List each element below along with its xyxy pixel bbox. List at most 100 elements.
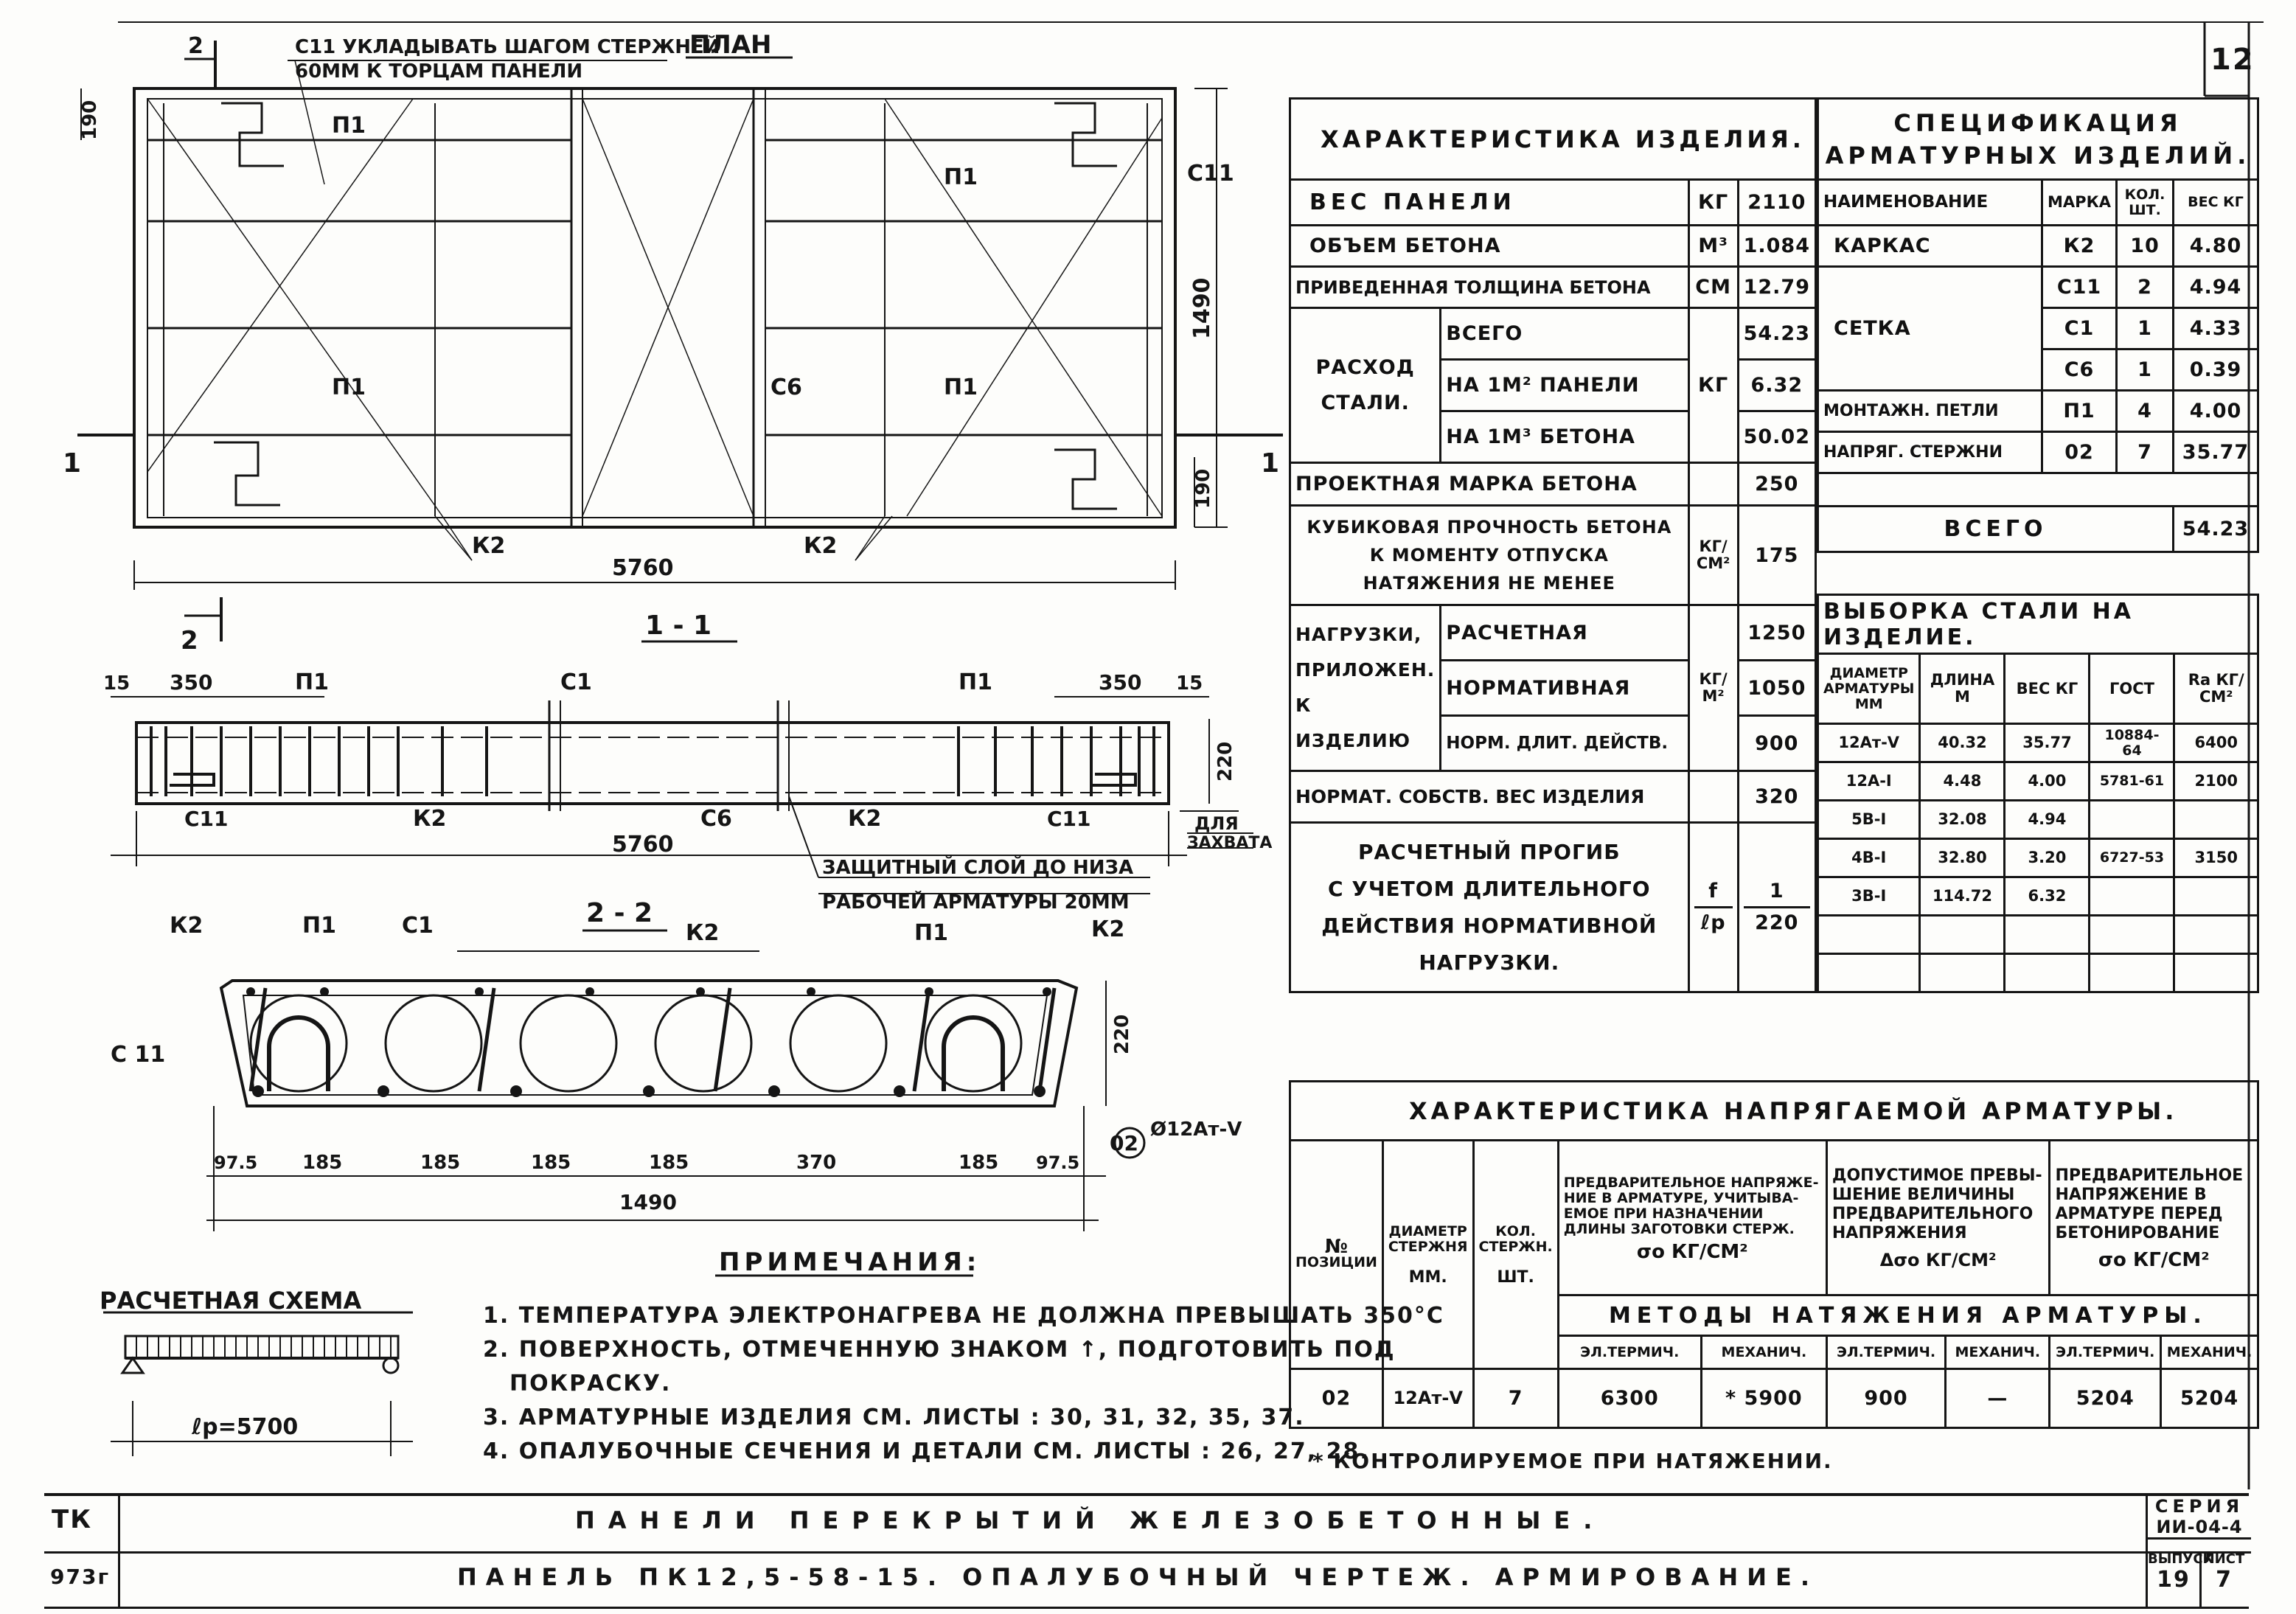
selection-table: ВЫБОРКА СТАЛИ НА ИЗДЕЛИЕ. ДИАМЕТР АРМАТУ… — [1816, 594, 2259, 993]
spec-cell: С1 — [2041, 307, 2118, 350]
char-deflection-label: С УЧЕТОМ ДЛИТЕЛЬНОГО — [1328, 876, 1651, 901]
spec-cell: 35.77 — [2172, 431, 2259, 474]
char-weight-label: ВЕС ПАНЕЛИ — [1289, 178, 1690, 226]
spec-total-value: 54.23 — [2172, 505, 2259, 553]
ps-method: МЕХАНИЧ. — [1944, 1335, 2051, 1370]
plan-note-1: С11 УКЛАДЫВАТЬ ШАГОМ СТЕРЖНЕЙ — [295, 35, 720, 58]
sec11-dim-5760: 5760 — [612, 832, 674, 858]
char-steel-label2: СТАЛИ. — [1321, 391, 1410, 414]
spec-header: КОЛ. ШТ. — [2115, 178, 2174, 226]
sel-cell: 5781-61 — [2088, 761, 2176, 801]
char-loads-row-label: НОРМАТИВНАЯ — [1439, 659, 1690, 717]
sec22-pos-bar: Ø12Ат-V — [1150, 1119, 1242, 1141]
scheme-span: ℓр=5700 — [191, 1414, 298, 1440]
sec22-dim: 185 — [302, 1152, 342, 1174]
plan-dim-1490: 1490 — [1189, 278, 1215, 340]
sec11-label-k2: К2 — [848, 806, 881, 832]
sec11-cover-1: ЗАЩИТНЫЙ СЛОЙ ДО НИЗА — [822, 855, 1133, 879]
sel-cell: 2100 — [2173, 761, 2259, 801]
selection-header: ВЕС КГ — [2003, 653, 2091, 725]
ps-h: σо КГ/СМ² — [1636, 1241, 1748, 1263]
sec11-dim-15: 15 — [1176, 672, 1203, 695]
stamp-sheet-label: ЛИСТ — [2203, 1551, 2245, 1567]
sel-cell: 12А-I — [1816, 761, 1921, 801]
section-2-2-bar-dots — [246, 987, 1051, 1097]
sec22-dim: 185 — [959, 1152, 998, 1174]
ps-h: НАПРЯЖЕНИЯ — [1831, 1223, 1967, 1242]
char-steel-row-value: 6.32 — [1736, 358, 1817, 412]
ps-cell: 02 — [1289, 1368, 1384, 1429]
sec11-grip-1: ДЛЯ — [1194, 813, 1239, 834]
ps-h: ДЛИНЫ ЗАГОТОВКИ СТЕРЖ. — [1563, 1221, 1795, 1237]
sel-cell: 6727-53 — [2088, 838, 2176, 878]
spec-group-name: НАПРЯГ. СТЕРЖНИ — [1816, 431, 2044, 474]
ps-methods: МЕТОДЫ НАТЯЖЕНИЯ АРМАТУРЫ. — [1556, 1294, 2260, 1337]
char-volume-unit: М³ — [1687, 224, 1739, 268]
ps-h: № — [1324, 1235, 1349, 1258]
ps-h: σо КГ/СМ² — [2098, 1248, 2210, 1271]
sel-cell: 6400 — [2173, 723, 2259, 763]
ps-h: ДИАМЕТР — [1388, 1223, 1467, 1239]
ps-h: НИЕ В АРМАТУРЕ, УЧИТЫВА- — [1563, 1190, 1799, 1206]
section-mark-2: 2 — [181, 626, 198, 655]
sec22-dim: 185 — [531, 1152, 571, 1174]
plan-label-c11: С11 — [1187, 161, 1234, 187]
char-loads-row-value: 1050 — [1736, 659, 1817, 717]
spec-cell: К2 — [2041, 224, 2118, 268]
sec22-label-c11: С 11 — [111, 1042, 165, 1068]
stamp-issue: 19 — [2157, 1567, 2191, 1593]
spec-cell: С6 — [2041, 348, 2118, 392]
char-cube-value: 175 — [1736, 504, 1817, 606]
sel-cell: 35.77 — [2003, 723, 2091, 763]
sel-cell: 114.72 — [1918, 876, 2006, 916]
plan-note-2: 60ММ К ТОРЦАМ ПАНЕЛИ — [295, 60, 582, 83]
char-volume-label: ОБЪЕМ БЕТОНА — [1289, 224, 1690, 268]
section-11-title: 1 - 1 — [645, 611, 712, 641]
sec22-label-k2: К2 — [686, 920, 719, 946]
spec-cell: 4 — [2115, 389, 2174, 433]
char-thickness-value: 12.79 — [1736, 265, 1817, 309]
spec-group-name: СЕТКА — [1816, 265, 2044, 392]
char-thickness-label: ПРИВЕДЕННАЯ ТОЛЩИНА БЕТОНА — [1289, 265, 1690, 309]
ps-method: ЭЛ.ТЕРМИЧ. — [1556, 1335, 1702, 1370]
ps-h: КОЛ. — [1495, 1223, 1536, 1239]
sec22-label-p1: П1 — [914, 920, 948, 946]
sel-cell — [2173, 876, 2259, 916]
title-block: ТК 973г ПАНЕЛИ ПЕРЕКРЫТИЙ ЖЕЛЕЗОБЕТОННЫЕ… — [44, 1493, 2251, 1609]
plan-title: ПЛАН — [689, 30, 771, 60]
char-loads-row-label: НОРМ. ДЛИТ. ДЕЙСТВ. — [1439, 714, 1690, 772]
plan-mark-2: 2 — [188, 33, 203, 59]
ps-h: ПРЕДВАРИТЕЛЬНОГО — [1831, 1204, 2034, 1223]
prestress-title: ХАРАКТЕРИСТИКА НАПРЯГАЕМОЙ АРМАТУРЫ. — [1289, 1080, 2259, 1141]
char-grade-label: ПРОЕКТНАЯ МАРКА БЕТОНА — [1289, 462, 1690, 507]
sec22-label-c1: С1 — [402, 913, 434, 939]
ps-h: ПРЕДВАРИТЕЛЬНОЕ — [2055, 1166, 2244, 1185]
sel-cell: 5В-I — [1816, 799, 1921, 840]
plan-dim-190: 190 — [79, 100, 101, 140]
sec11-label-c6: С6 — [700, 806, 732, 832]
ps-method: ЭЛ.ТЕРМИЧ. — [2048, 1335, 2163, 1370]
char-steel-label1: РАСХОД — [1315, 355, 1415, 379]
char-weight-value: 2110 — [1736, 178, 1817, 226]
spec-cell: 02 — [2041, 431, 2118, 474]
sec22-dim: 185 — [420, 1152, 460, 1174]
char-steel-row-label: ВСЕГО — [1439, 307, 1690, 361]
char-loads-row-label: РАСЧЕТНАЯ — [1439, 604, 1690, 661]
char-weight-unit: КГ — [1687, 178, 1739, 226]
char-deflection-value-top: 1 — [1769, 880, 1784, 902]
sel-cell: 12Ат-V — [1816, 723, 1921, 763]
selection-header: ГОСТ — [2088, 653, 2176, 725]
notes-title: ПРИМЕЧАНИЯ: — [719, 1248, 981, 1277]
ps-h: ЕМОЕ ПРИ НАЗНАЧЕНИИ — [1563, 1206, 1764, 1222]
char-thickness-unit: СМ — [1687, 265, 1739, 309]
char-cube-unit: КГ/СМ² — [1687, 504, 1739, 606]
ps-method: МЕХАНИЧ. — [2160, 1335, 2259, 1370]
stamp-tk: ТК — [52, 1505, 92, 1534]
spec-header: ВЕС КГ — [2172, 178, 2259, 226]
sec11-dim-350: 350 — [170, 670, 212, 695]
sel-cell: 4.00 — [2003, 761, 2091, 801]
char-steel-row-label: НА 1М² ПАНЕЛИ — [1439, 358, 1690, 412]
